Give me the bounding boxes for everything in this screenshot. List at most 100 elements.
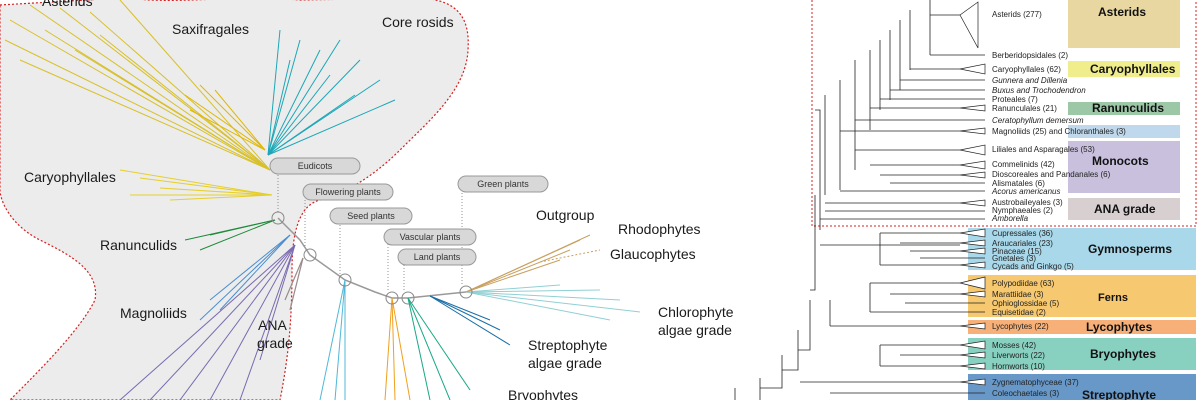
glaucophyte-branch (539, 249, 601, 263)
leaf-labels: Asterids (277) Berberidopsidales (2) Car… (991, 10, 1126, 398)
callout-flowering-plants: Flowering plants (315, 187, 381, 197)
label-core-rosids: Core rosids (382, 14, 454, 30)
leaf-pinaceae: Pinaceae (15) (992, 247, 1042, 256)
band-ranunculids (1068, 102, 1180, 115)
label-magnoliids: Magnoliids (120, 305, 187, 321)
angiosperm-box (811, 0, 1197, 227)
leaf-alismatales: Alismatales (6) (992, 179, 1045, 188)
node-callouts: Eudicots Flowering plants Seed plants Gr… (269, 157, 549, 266)
callout-green-plants: Green plants (477, 179, 529, 189)
label-glaucophytes: Glaucophytes (610, 246, 696, 262)
leaf-ceratophyllum: Ceratophyllum demersum (992, 116, 1084, 125)
band-label-lycophytes: Lycophytes (1086, 320, 1153, 334)
leaf-liliales: Liliales and Asparagales (53) (992, 145, 1095, 154)
clade-bands (968, 0, 1196, 400)
leaf-zygnematophyceae: Zygnematophyceae (37) (992, 378, 1079, 387)
band-asterids (1068, 0, 1180, 48)
band-label-streptophyte: Streptophyte (1082, 388, 1156, 400)
leaf-caryophyllales: Caryophyllales (62) (992, 65, 1061, 74)
outgroup-branches (465, 234, 591, 293)
band-label-ana-grade: ANA grade (1094, 202, 1156, 216)
band-caryophyllales (1068, 61, 1180, 77)
leaf-berberidopsidales: Berberidopsidales (2) (992, 51, 1068, 60)
fern-branches (384, 297, 411, 400)
band-lycophytes (968, 320, 1196, 334)
band-label-ranunculids: Ranunculids (1092, 101, 1164, 115)
label-outgroup: Outgroup (536, 207, 595, 223)
leaf-lycophytes: Lycophytes (22) (992, 322, 1049, 331)
leaf-polypodiidae: Polypodiidae (63) (992, 279, 1055, 288)
chlorophyte-branches (465, 284, 641, 321)
saxifragales-branches (184, 84, 266, 151)
leaf-buxus: Buxus and Trochodendron (992, 86, 1086, 95)
label-ana-grade: grade (257, 335, 293, 351)
leaf-dioscoreales: Dioscoreales and Pandanales (6) (992, 170, 1111, 179)
label-chlorophyte: Chlorophyte (658, 304, 734, 320)
leaf-araucariales: Araucariales (23) (992, 239, 1053, 248)
leaf-nymphaeales: Nymphaeales (2) (992, 206, 1053, 215)
leaf-cycads: Cycads and Ginkgo (5) (992, 262, 1074, 271)
ana-branches (284, 257, 304, 311)
band-magnoliids (1068, 125, 1180, 138)
leaf-marattiidae: Marattiidae (3) (992, 290, 1044, 299)
backbone-branches (277, 217, 467, 299)
gymnosperm-branches (319, 279, 346, 400)
callout-eudicots: Eudicots (298, 161, 333, 171)
leaf-ophioglossidae: Ophioglossidae (5) (992, 299, 1059, 308)
band-label-gymnosperms: Gymnosperms (1088, 242, 1172, 256)
cladogram-branches (734, 0, 985, 400)
leaf-gnetales: Gnetales (3) (992, 254, 1036, 263)
band-label-ferns: Ferns (1098, 292, 1128, 304)
leaf-commelinids: Commelinids (42) (992, 160, 1055, 169)
label-streptophyte: Streptophyte (528, 337, 608, 353)
band-streptophyte (968, 374, 1196, 400)
caryophyllales-branches (119, 169, 273, 201)
leaf-ranunculales: Ranunculales (21) (992, 104, 1057, 113)
core-rosids-branches (267, 29, 396, 156)
label-ana: ANA (258, 317, 287, 333)
leaf-austrobaileyales: Austrobaileyales (3) (992, 198, 1063, 207)
label-ranunculids: Ranunculids (100, 237, 177, 253)
leaf-coleochaetales: Coleochaetales (3) (992, 389, 1059, 398)
leaf-gunnera: Gunnera and Dillenia (992, 76, 1068, 85)
streptophyte-branches (429, 295, 511, 346)
band-bryophytes (968, 338, 1196, 370)
radial-tree: Eudicots Flowering plants Seed plants Gr… (0, 0, 734, 400)
bryophyte-branches (407, 297, 471, 400)
leaf-proteales: Proteales (7) (992, 95, 1038, 104)
magnoliids-branches (199, 234, 291, 321)
band-label-bryophytes: Bryophytes (1090, 347, 1156, 361)
band-label-monocots: Monocots (1092, 154, 1149, 168)
leaf-acorus: Acorus americanus (991, 187, 1060, 196)
monocots-branches (119, 244, 296, 400)
leaf-amborella: Amborella (991, 214, 1029, 223)
leaf-magnoliids: Magnoliids (25) and Chloranthales (3) (992, 127, 1126, 136)
label-streptophyte-grade: algae grade (528, 355, 602, 371)
label-chlorophyte-grade: algae grade (658, 322, 732, 338)
label-saxifragales: Saxifragales (172, 21, 249, 37)
label-rhodophytes: Rhodophytes (618, 221, 701, 237)
ranunculids-branches (184, 219, 276, 251)
label-asterids: Asterids (42, 0, 93, 9)
label-bryophytes: Bryophytes (508, 387, 578, 400)
clade-labels: Asterids Saxifragales Core rosids Caryop… (24, 0, 734, 400)
leaf-liverworts: Liverworts (22) (992, 351, 1045, 360)
callout-seed-plants: Seed plants (347, 211, 395, 221)
label-caryophyllales: Caryophyllales (24, 169, 116, 185)
leaf-equisetidae: Equisetidae (2) (992, 308, 1046, 317)
band-gymnosperms (968, 228, 1196, 270)
band-ana-grade (1068, 198, 1180, 220)
callout-land-plants: Land plants (414, 252, 461, 262)
leaf-cupressales: Cupressales (36) (992, 229, 1053, 238)
node-markers (271, 211, 473, 305)
angiosperm-region-outline (0, 0, 469, 400)
callout-vascular-plants: Vascular plants (400, 232, 461, 242)
band-ferns (968, 275, 1196, 317)
leaf-asterids: Asterids (277) (992, 10, 1042, 19)
band-labels: Asterids Caryophyllales Ranunculids Mono… (1082, 5, 1176, 400)
cladogram: Asterids (277) Berberidopsidales (2) Car… (734, 0, 1197, 400)
leaf-mosses: Mosses (42) (992, 341, 1036, 350)
collapsed-clades (959, 1, 986, 386)
band-monocots (1068, 141, 1180, 193)
